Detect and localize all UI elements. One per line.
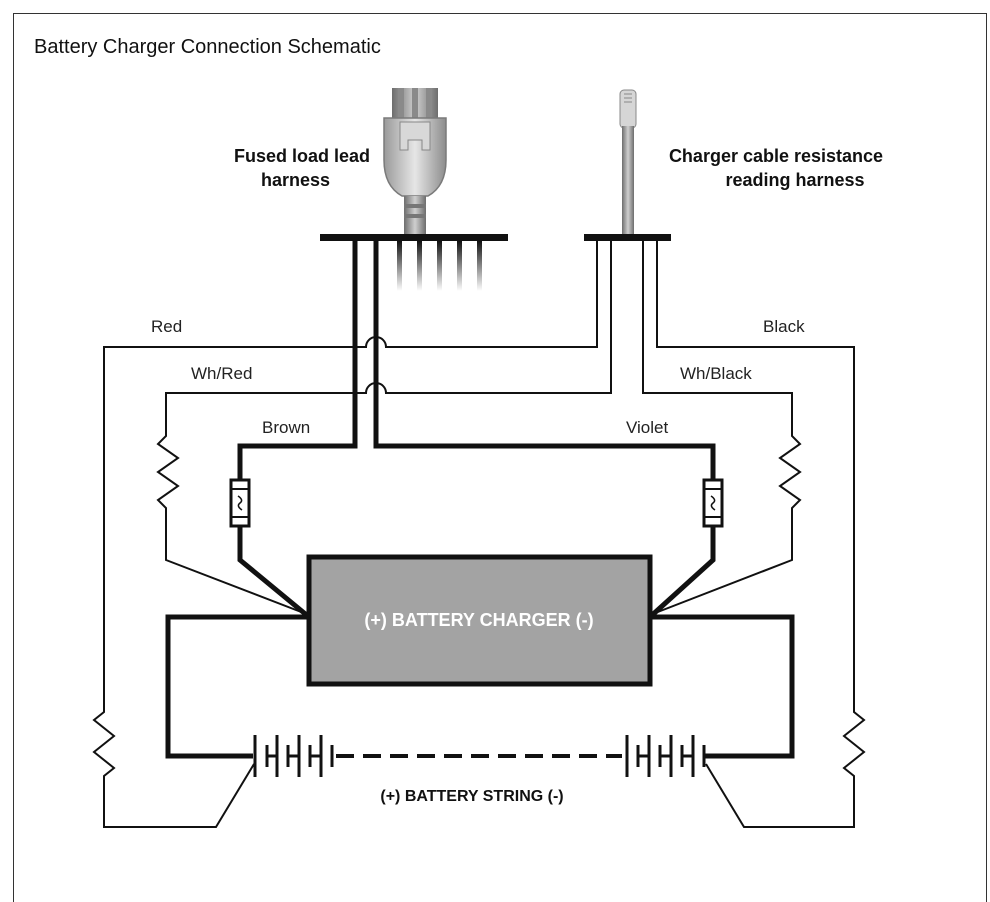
wire-label-brown: Brown (262, 418, 310, 437)
battery-string (253, 735, 706, 777)
unused-pin-stubs (397, 241, 482, 291)
page-title: Battery Charger Connection Schematic (34, 36, 381, 58)
wire-black (656, 241, 866, 828)
wire-charger-negative (650, 614, 795, 759)
battery-string-label: (+) BATTERY STRING (-) (380, 788, 563, 805)
load-lead-header-bar (320, 234, 508, 241)
charger-cable-label-line1: Charger cable resistance (669, 146, 883, 166)
battery-charger-label: (+) BATTERY CHARGER (-) (364, 610, 593, 630)
wire-label-violet: Violet (626, 418, 668, 437)
charger-cable-connector (619, 89, 637, 238)
wire-violet (373, 241, 716, 619)
wire-wh-black (642, 241, 802, 616)
wire-label-black: Black (763, 317, 805, 336)
fused-load-lead-connector (383, 88, 447, 234)
wire-charger-positive (165, 614, 309, 759)
fused-load-lead-label-line2: harness (261, 170, 330, 190)
fuse-violet (702, 478, 724, 528)
wire-wh-red (156, 241, 612, 616)
charger-cable-header-bar (584, 234, 671, 241)
fuse-brown (229, 478, 251, 528)
charger-cable-label-line2: reading harness (725, 170, 864, 190)
wire-label-wh-red: Wh/Red (191, 364, 252, 383)
wire-red (92, 241, 598, 828)
wire-label-wh-black: Wh/Black (680, 364, 752, 383)
wire-label-red: Red (151, 317, 182, 336)
battery-charger-box (306, 554, 653, 687)
fused-load-lead-label-line1: Fused load lead (234, 146, 370, 166)
wire-brown (237, 241, 358, 619)
